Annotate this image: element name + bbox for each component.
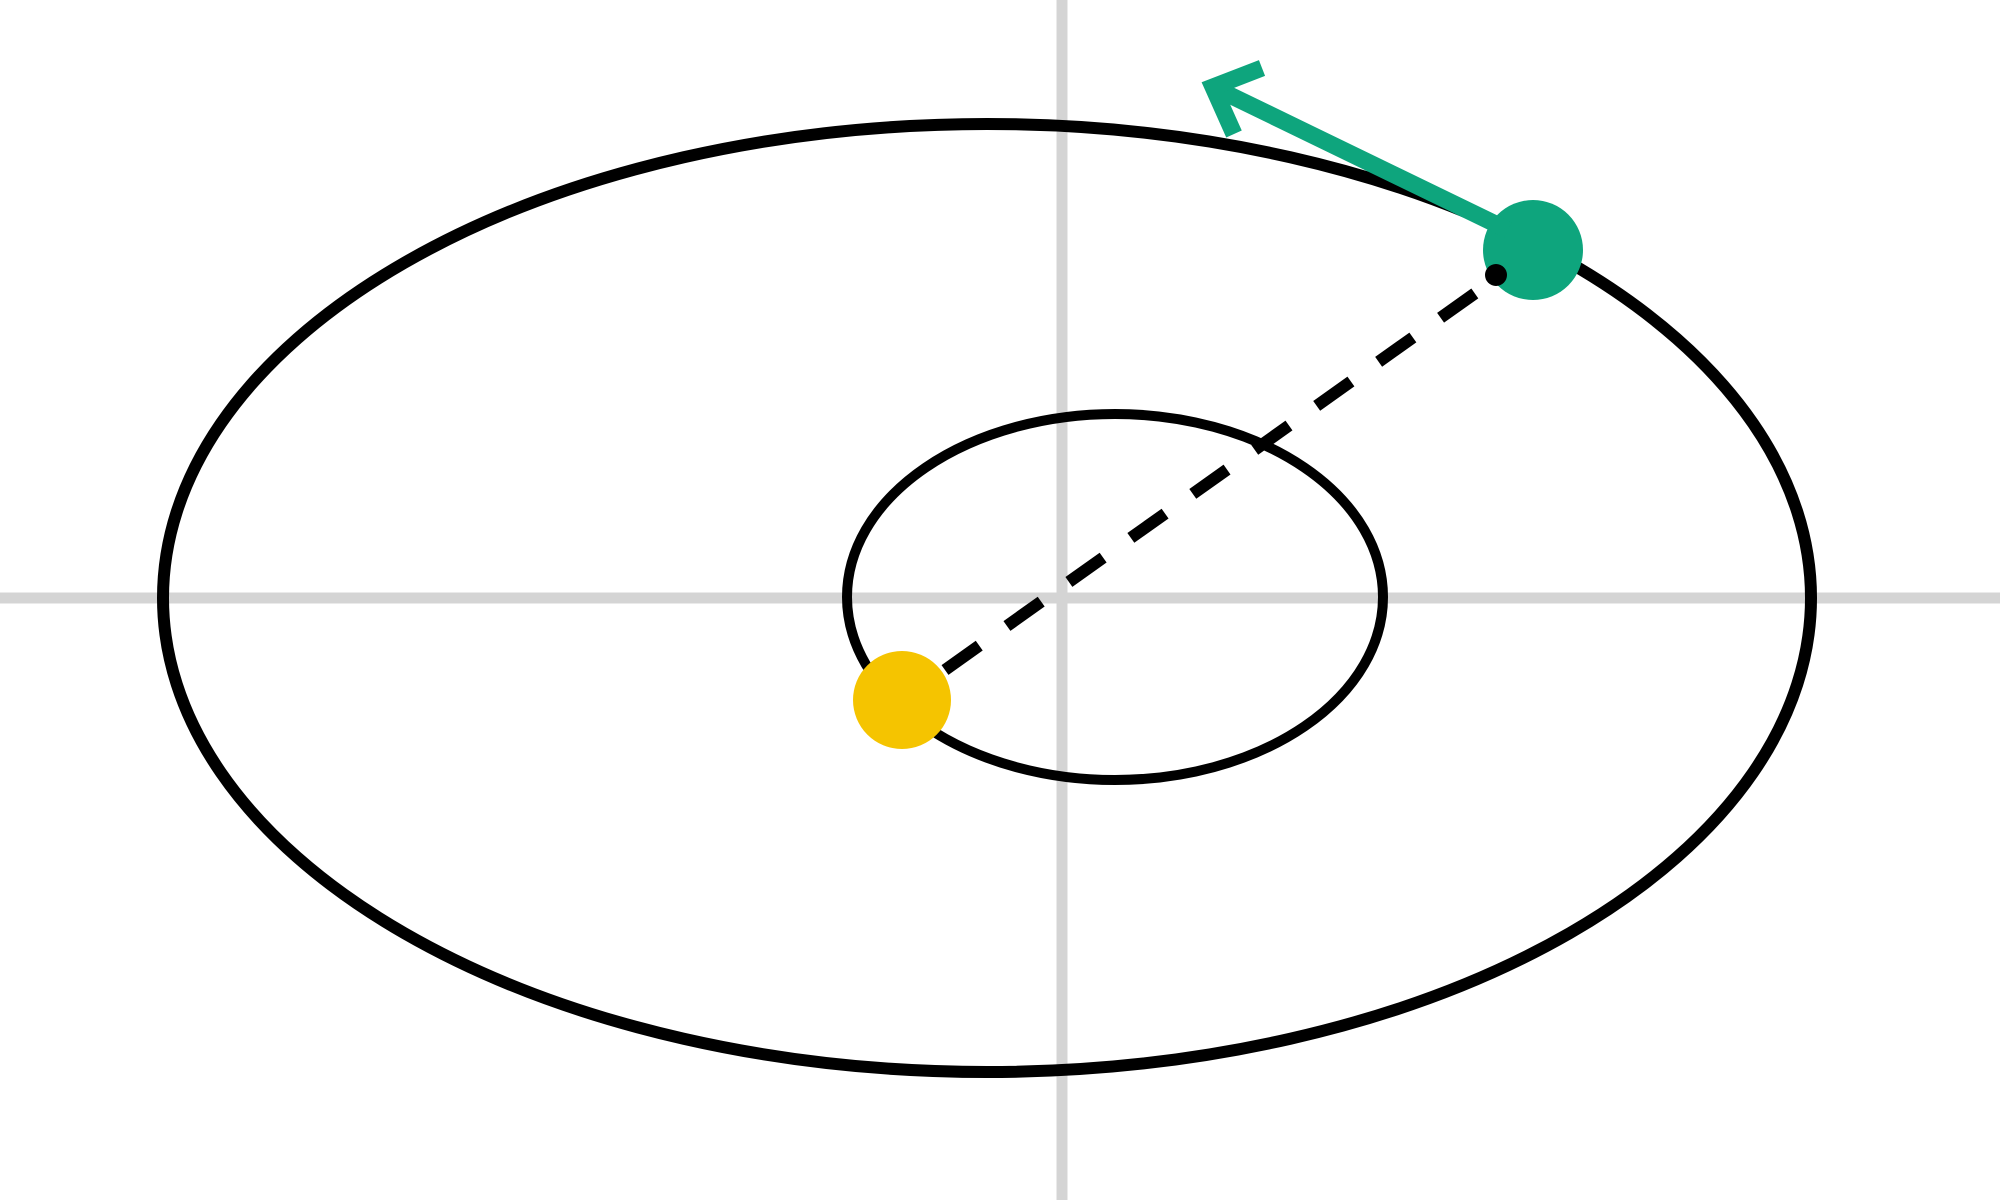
velocity-arrow-shaft — [1209, 79, 1512, 238]
outer-orbit-ellipse — [157, 118, 1817, 1078]
inner-orbit-ellipse — [842, 409, 1388, 785]
velocity-arrow-group — [1201, 60, 1512, 238]
velocity-arrow-head — [1201, 60, 1266, 138]
radius-dashed-line — [941, 267, 1509, 675]
tangency-marker-dot — [1485, 264, 1507, 286]
star-body — [853, 651, 951, 749]
